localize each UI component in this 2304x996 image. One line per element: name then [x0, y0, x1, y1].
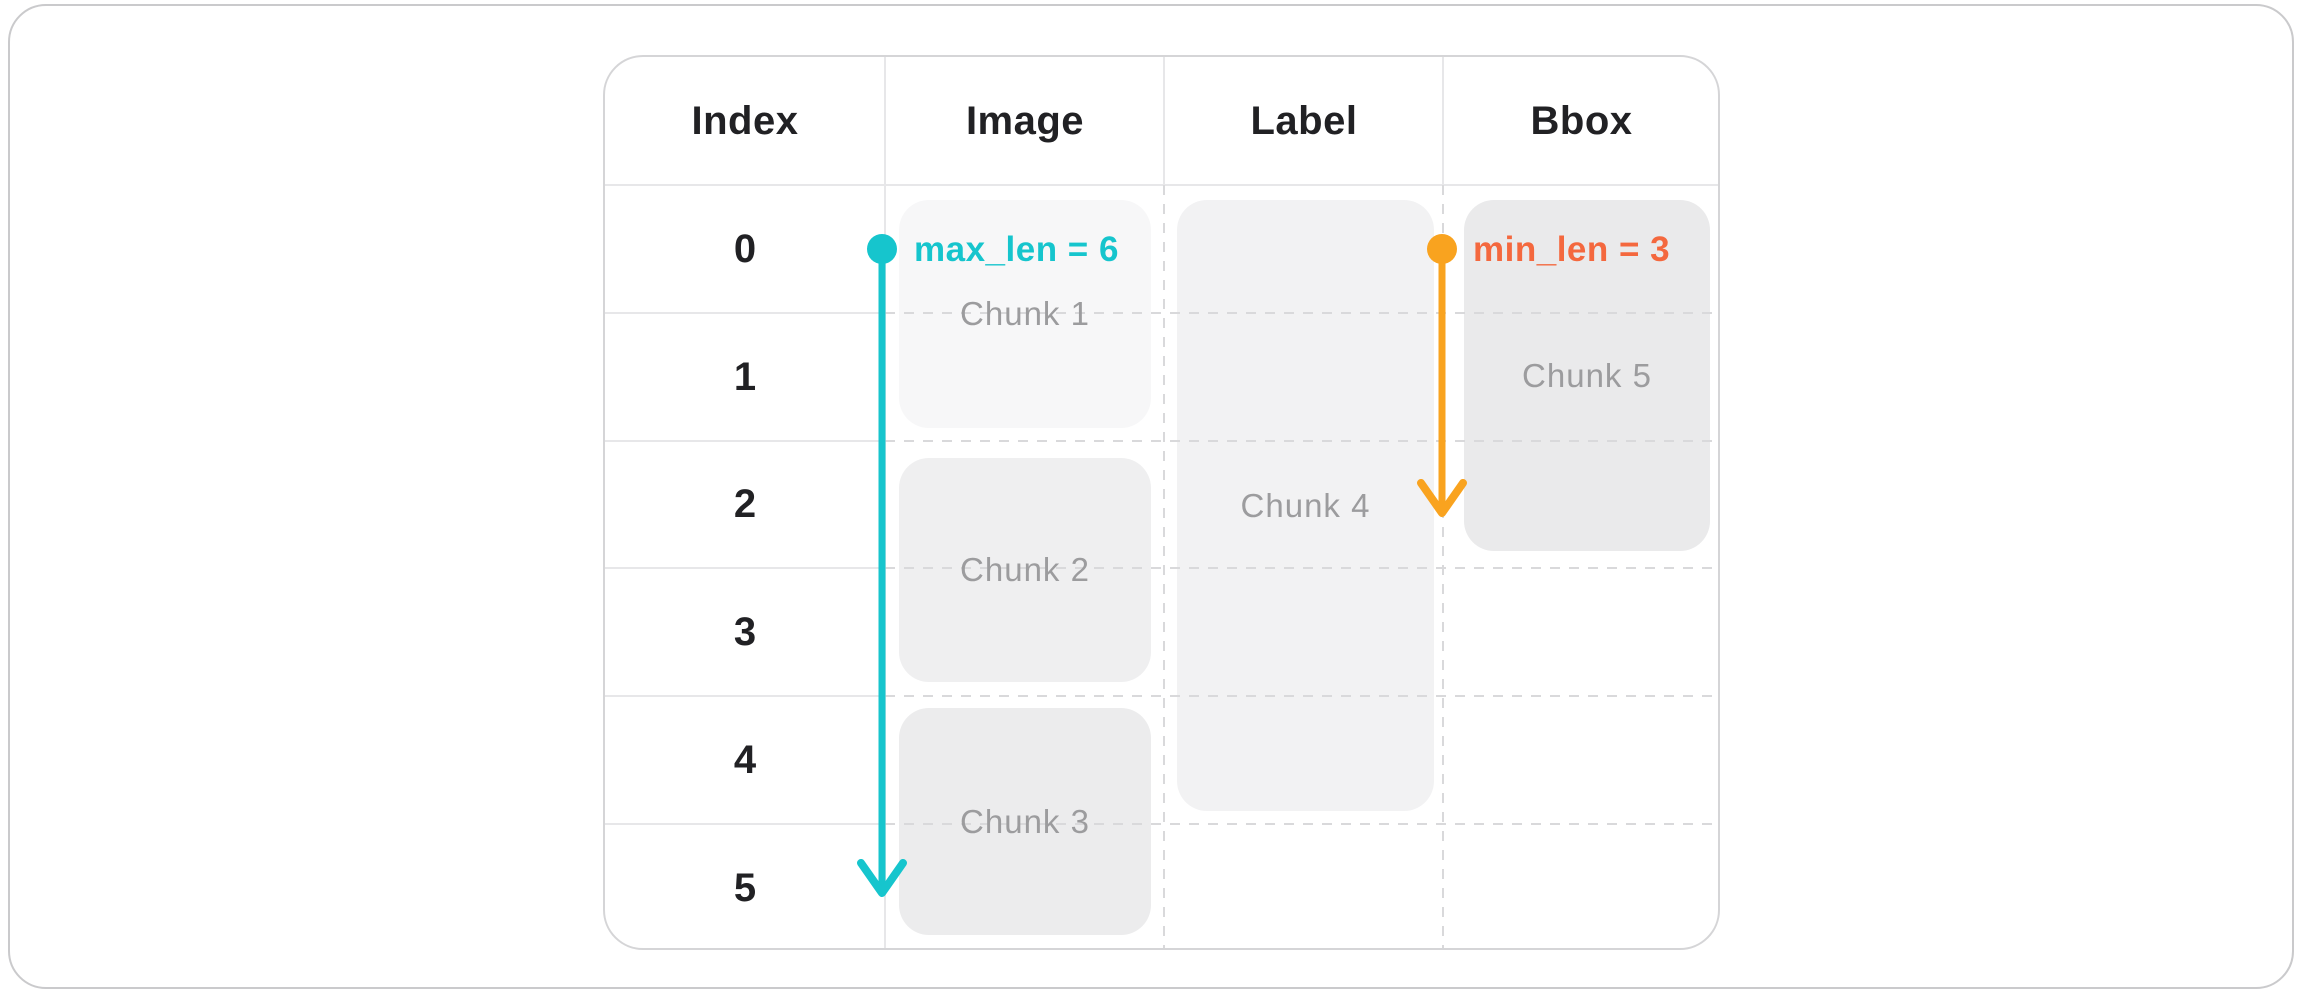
column-header-image: Image	[965, 98, 1085, 143]
column-header-label: Label	[1250, 98, 1358, 143]
column-header-bbox: Bbox	[1530, 98, 1633, 143]
card: Chunk 1 Chunk 2 Chunk 3 Chunk 4 Chunk 5 …	[8, 4, 2294, 989]
row-separator-solid-1	[605, 312, 885, 314]
row-separator-dashed-5	[885, 823, 1718, 825]
chunk-3-label: Chunk 3	[960, 802, 1090, 840]
index-cell-4: 4	[733, 737, 757, 782]
separator-image-label-header	[1163, 57, 1165, 185]
row-separator-solid-5	[605, 823, 885, 825]
chunk-2-block: Chunk 2	[899, 458, 1151, 682]
row-separator-dashed-4	[885, 695, 1718, 697]
separator-label-bbox-header	[1442, 57, 1444, 185]
chunk-2-label: Chunk 2	[960, 551, 1090, 588]
separator-index-image	[884, 57, 886, 948]
row-separator-dashed-3	[885, 567, 1718, 569]
row-separator-dashed-2	[885, 440, 1718, 442]
chunk-1-block: Chunk 1	[899, 200, 1151, 428]
min-len-label: min_len = 3	[1473, 230, 1671, 269]
header-separator-line	[605, 184, 1718, 186]
chunk-5-label: Chunk 5	[1522, 356, 1652, 394]
row-separator-solid-2	[605, 440, 885, 442]
row-separator-solid-3	[605, 567, 885, 569]
row-separator-solid-4	[605, 695, 885, 697]
index-cell-3: 3	[733, 609, 757, 654]
index-cell-5: 5	[733, 865, 757, 910]
index-cell-0: 0	[733, 226, 757, 271]
separator-image-label-dashed	[1163, 185, 1165, 948]
column-header-index: Index	[691, 98, 799, 143]
chunk-4-label: Chunk 4	[1240, 486, 1371, 524]
chunk-5-block: Chunk 5	[1464, 200, 1710, 551]
index-cell-2: 2	[733, 482, 757, 526]
row-separator-dashed-1	[885, 312, 1718, 314]
max-len-label: max_len = 6	[914, 230, 1119, 269]
separator-label-bbox-dashed	[1442, 185, 1444, 948]
chunk-4-block: Chunk 4	[1177, 200, 1434, 811]
chunk-1-label: Chunk 1	[960, 295, 1090, 332]
chunk-3-block: Chunk 3	[899, 708, 1151, 935]
chunk-table: Chunk 1 Chunk 2 Chunk 3 Chunk 4 Chunk 5 …	[603, 55, 1720, 950]
index-cell-1: 1	[733, 354, 757, 399]
